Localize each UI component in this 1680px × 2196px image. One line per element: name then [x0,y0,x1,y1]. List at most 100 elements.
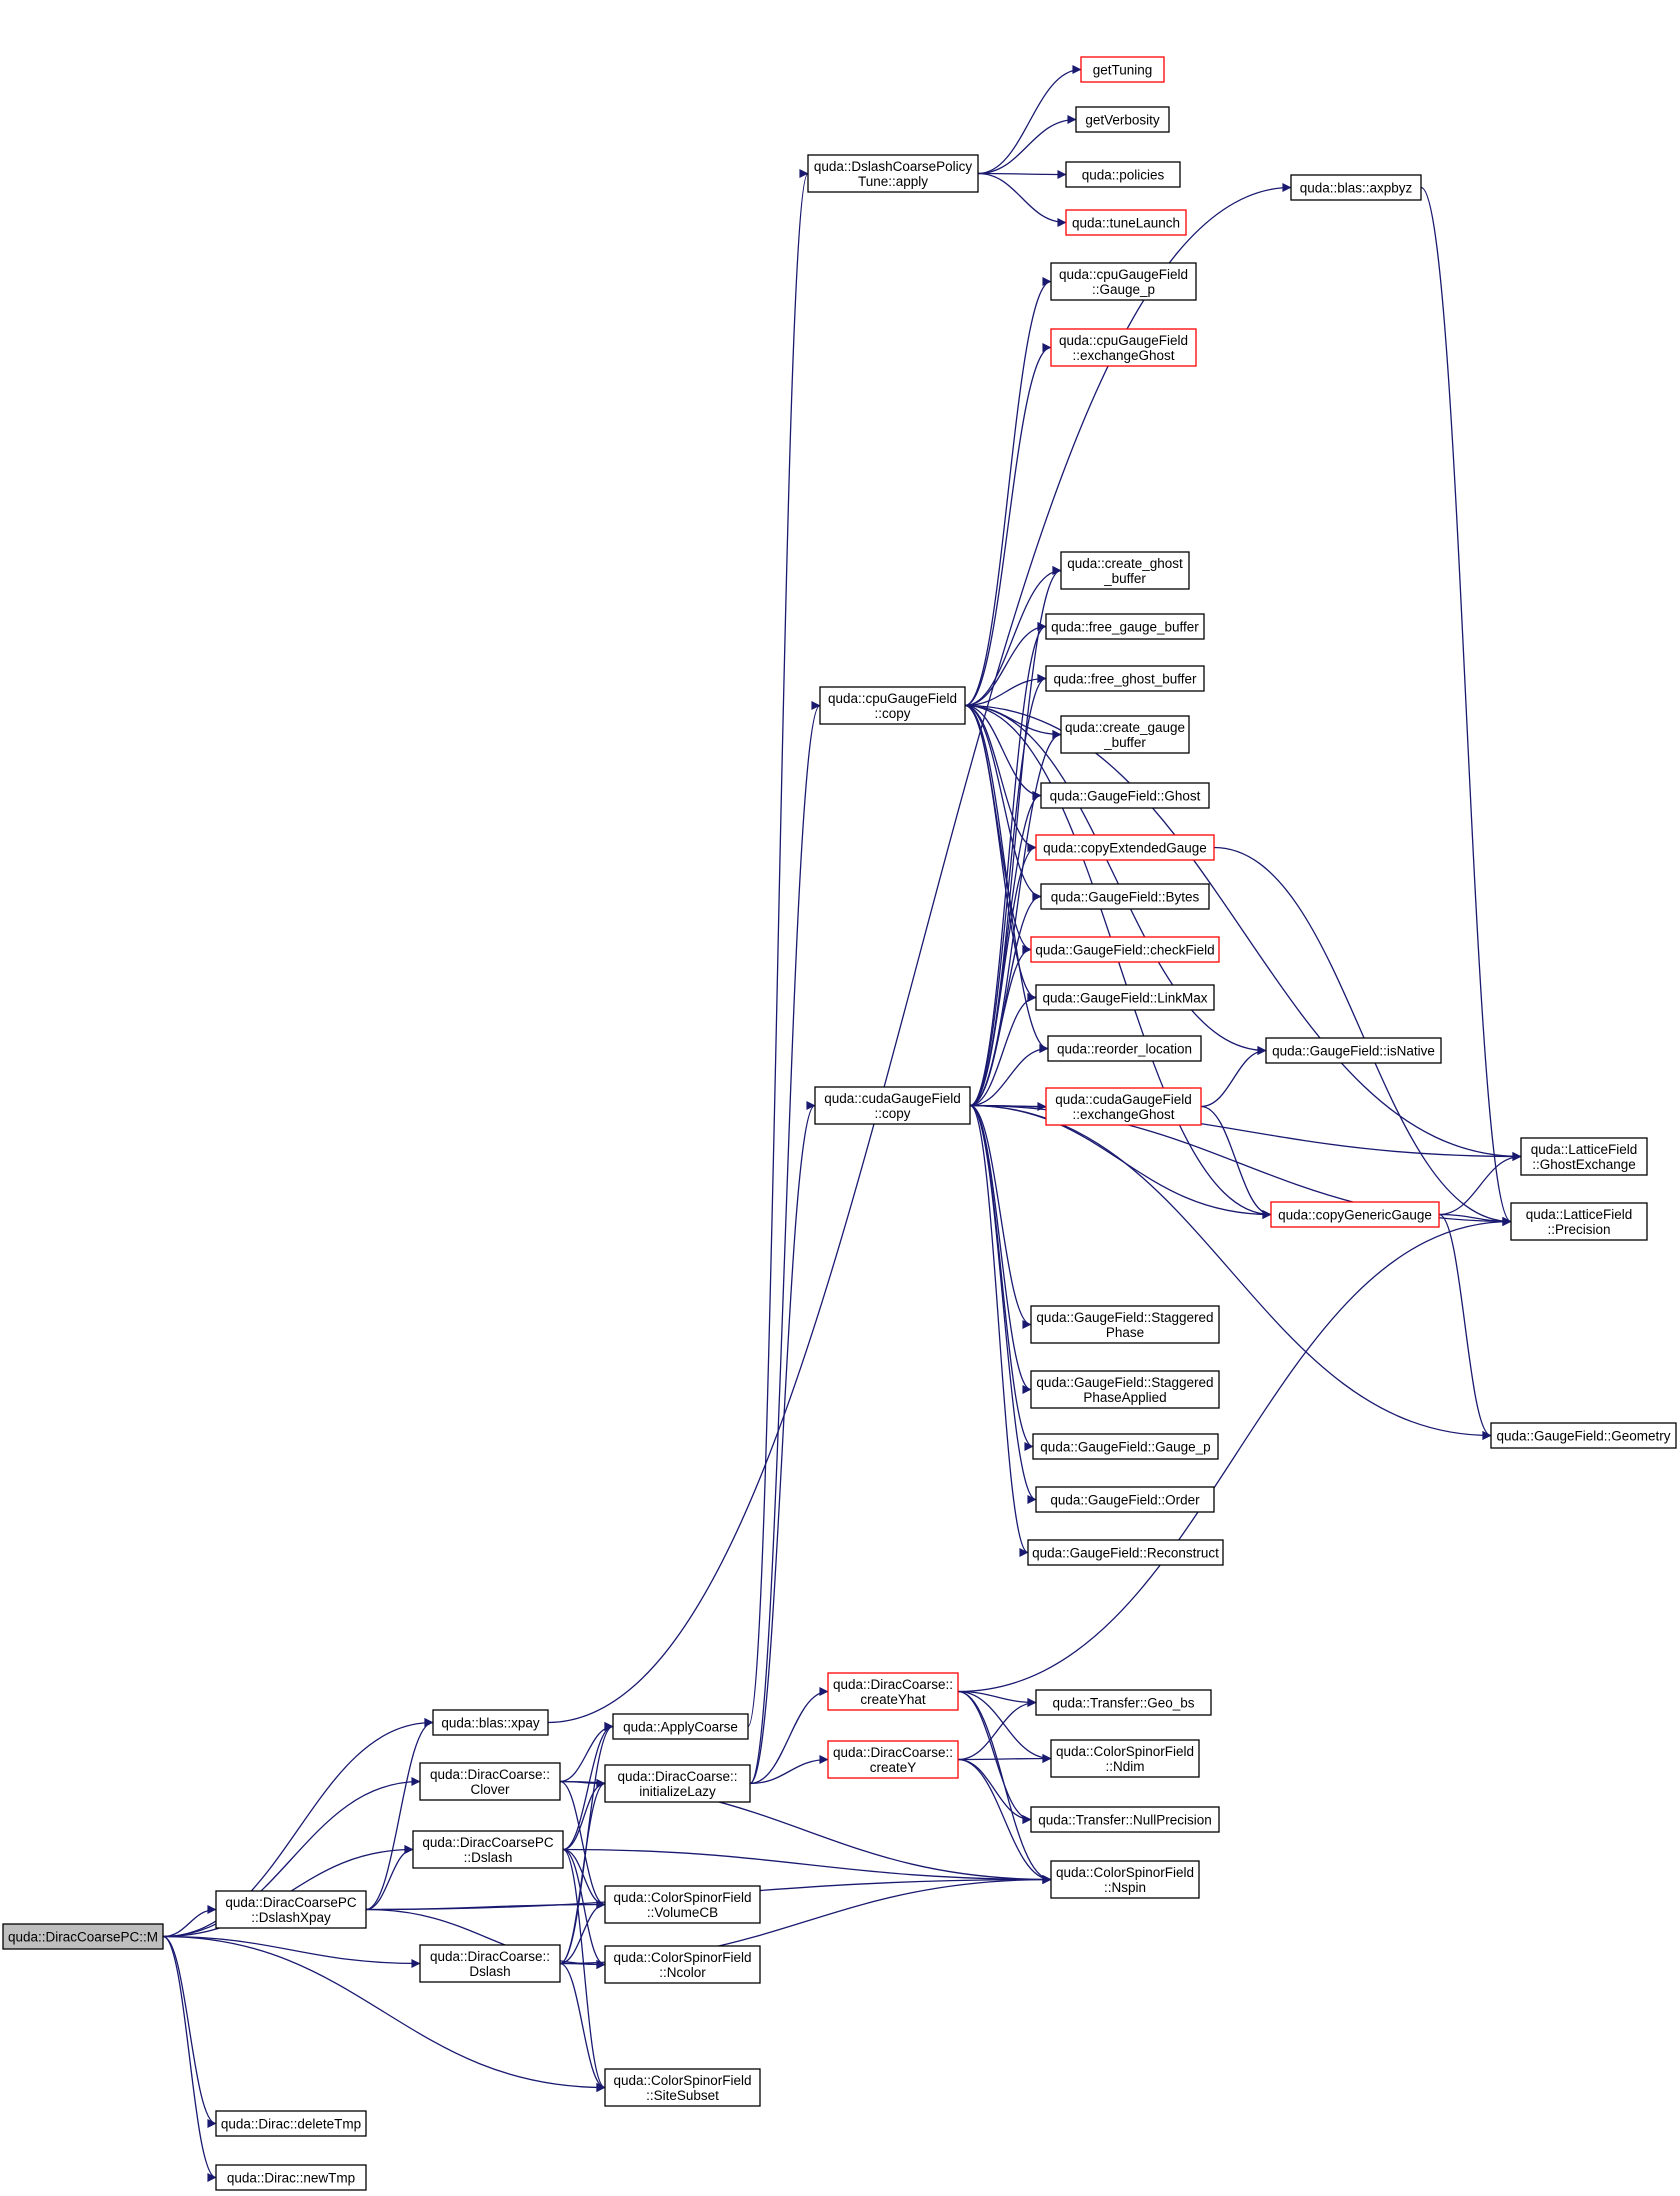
edge-copyGeneric-to-ghostExchange [1438,1152,1522,1216]
node-ncolor[interactable]: quda::ColorSpinorField::Ncolor [604,1945,761,1984]
node-label: ::exchangeGhost [1072,348,1174,363]
node-cpuCopy[interactable]: quda::cpuGaugeField::copy [819,686,966,725]
node-createGaugeBuf[interactable]: quda::create_gauge_buffer [1060,715,1190,754]
node-cpuExGhost[interactable]: quda::cpuGaugeField::exchangeGhost [1050,328,1197,367]
edge-cudaCopy-to-gfBytes [969,892,1042,1107]
edge-policyTune-to-policies [977,169,1067,179]
edge-cudaCopy-to-gfLinkMax [969,993,1037,1107]
node-label: quda::GaugeField::Staggered [1036,1310,1213,1325]
node-reorder[interactable]: quda::reorder_location [1047,1035,1202,1062]
node-initLazy[interactable]: quda::DiracCoarse::initializeLazy [604,1764,751,1803]
edge-dslashXpay-to-dslashPC [365,1845,414,1911]
node-box [215,2164,367,2191]
node-label: quda::copyGenericGauge [1278,1208,1432,1223]
edge-cpuCopy-to-gfGhost [964,704,1042,800]
node-createGhostBuf[interactable]: quda::create_ghost_buffer [1060,551,1190,590]
node-label: createY [870,1760,917,1775]
node-label: quda::DiracCoarsePC [422,1835,554,1850]
node-clover[interactable]: quda::DiracCoarse::Clover [419,1762,561,1801]
edge-createYhat-to-nspin [957,1690,1052,1884]
node-box [1290,174,1422,201]
edges-layer [162,65,1522,2182]
node-gfGhost[interactable]: quda::GaugeField::Ghost [1040,782,1210,809]
edge-cudaCopy-to-gfGaugeP [969,1104,1034,1451]
edge-dcDslash-to-siteSubset [559,1962,606,2092]
edge-createY-to-nullPrec [957,1758,1032,1824]
node-xpay[interactable]: quda::blas::xpay [432,1709,549,1736]
node-box [819,686,966,725]
node-axpbyz[interactable]: quda::blas::axpbyz [1290,174,1422,201]
node-box [1027,1539,1224,1566]
node-copyExt[interactable]: quda::copyExtendedGauge [1035,834,1215,861]
edge-dslashXpay-to-xpay [365,1718,434,1911]
node-isNative[interactable]: quda::GaugeField::isNative [1265,1037,1442,1064]
node-siteSubset[interactable]: quda::ColorSpinorField::SiteSubset [604,2068,761,2107]
node-createY[interactable]: quda::DiracCoarse::createY [827,1740,959,1779]
node-getVerbosity[interactable]: getVerbosity [1075,106,1170,133]
edge-cudaCopy-to-gfGhost [969,791,1042,1107]
node-box [827,1740,959,1779]
node-label: _buffer [1103,571,1146,586]
node-label: quda::GaugeField::Geometry [1496,1429,1670,1444]
edge-M-to-newTmp [162,1935,217,2182]
node-policies[interactable]: quda::policies [1065,161,1181,188]
node-freeGaugeBuf[interactable]: quda::free_gauge_buffer [1045,613,1205,640]
node-label: quda::copyExtendedGauge [1043,841,1207,856]
node-gfLinkMax[interactable]: quda::GaugeField::LinkMax [1035,984,1215,1011]
node-dcDslash[interactable]: quda::DiracCoarse::Dslash [419,1944,561,1983]
node-applyCoarse[interactable]: quda::ApplyCoarse [612,1713,749,1740]
node-cpuGaugeP[interactable]: quda::cpuGaugeField::Gauge_p [1050,262,1197,301]
node-box [1065,209,1187,236]
edge-copyGeneric-to-geometry [1438,1213,1492,1440]
node-label: quda::reorder_location [1057,1042,1192,1057]
node-gfRecon[interactable]: quda::GaugeField::Reconstruct [1027,1539,1224,1566]
node-box [1075,106,1170,133]
node-gfGaugeP[interactable]: quda::GaugeField::Gauge_p [1032,1433,1219,1460]
node-box [1490,1422,1677,1449]
node-copyGeneric[interactable]: quda::copyGenericGauge [1270,1201,1440,1228]
node-tuneLaunch[interactable]: quda::tuneLaunch [1065,209,1187,236]
node-ndim[interactable]: quda::ColorSpinorField::Ndim [1050,1739,1200,1778]
node-gfOrder[interactable]: quda::GaugeField::Order [1035,1486,1215,1513]
node-label: quda::GaugeField::Bytes [1051,890,1200,905]
node-ghostExchange[interactable]: quda::LatticeField::GhostExchange [1520,1137,1648,1176]
node-newTmp[interactable]: quda::Dirac::newTmp [215,2164,367,2191]
node-M[interactable]: quda::DiracCoarsePC::M [2,1923,164,1950]
node-label: ::Gauge_p [1092,282,1155,297]
node-geometry[interactable]: quda::GaugeField::Geometry [1490,1422,1677,1449]
node-nspin[interactable]: quda::ColorSpinorField::Nspin [1050,1860,1200,1899]
node-cudaExGhost[interactable]: quda::cudaGaugeField::exchangeGhost [1045,1087,1202,1126]
node-geoBs[interactable]: quda::Transfer::Geo_bs [1035,1689,1212,1716]
node-box [807,154,979,193]
node-label: quda::ApplyCoarse [623,1720,738,1735]
node-volumeCB[interactable]: quda::ColorSpinorField::VolumeCB [604,1885,761,1924]
node-dslashPC[interactable]: quda::DiracCoarsePC::Dslash [412,1830,564,1869]
edge-dslashPC-to-nspin [562,1848,1052,1884]
node-getTuning[interactable]: getTuning [1080,56,1165,83]
edge-cpuCopy-to-gfLinkMax [964,704,1037,1002]
node-box [1035,834,1215,861]
node-box [1035,984,1215,1011]
node-label: quda::create_gauge [1065,720,1185,735]
node-label: quda::DiracCoarsePC::M [8,1930,158,1945]
node-dslashXpay[interactable]: quda::DiracCoarsePC::DslashXpay [215,1890,367,1929]
node-createYhat[interactable]: quda::DiracCoarse::createYhat [827,1672,959,1711]
node-nullPrec[interactable]: quda::Transfer::NullPrecision [1030,1806,1220,1833]
edge-cudaCopy-to-gfCheck [969,945,1032,1107]
node-freeGhostBuf[interactable]: quda::free_ghost_buffer [1045,665,1205,692]
node-gfCheck[interactable]: quda::GaugeField::checkField [1030,936,1220,963]
node-label: quda::ColorSpinorField [613,1950,751,1965]
edge-M-to-dcDslash [162,1935,421,1968]
node-precision[interactable]: quda::LatticeField::Precision [1510,1202,1648,1241]
node-label: quda::GaugeField::Order [1050,1493,1200,1508]
node-label: quda::ColorSpinorField [613,1890,751,1905]
node-deleteTmp[interactable]: quda::Dirac::deleteTmp [215,2110,367,2137]
node-label: Tune::apply [858,174,928,189]
node-gfBytes[interactable]: quda::GaugeField::Bytes [1040,883,1210,910]
node-box [412,1830,564,1869]
node-cudaCopy[interactable]: quda::cudaGaugeField::copy [814,1086,971,1125]
node-box [1030,1305,1220,1344]
